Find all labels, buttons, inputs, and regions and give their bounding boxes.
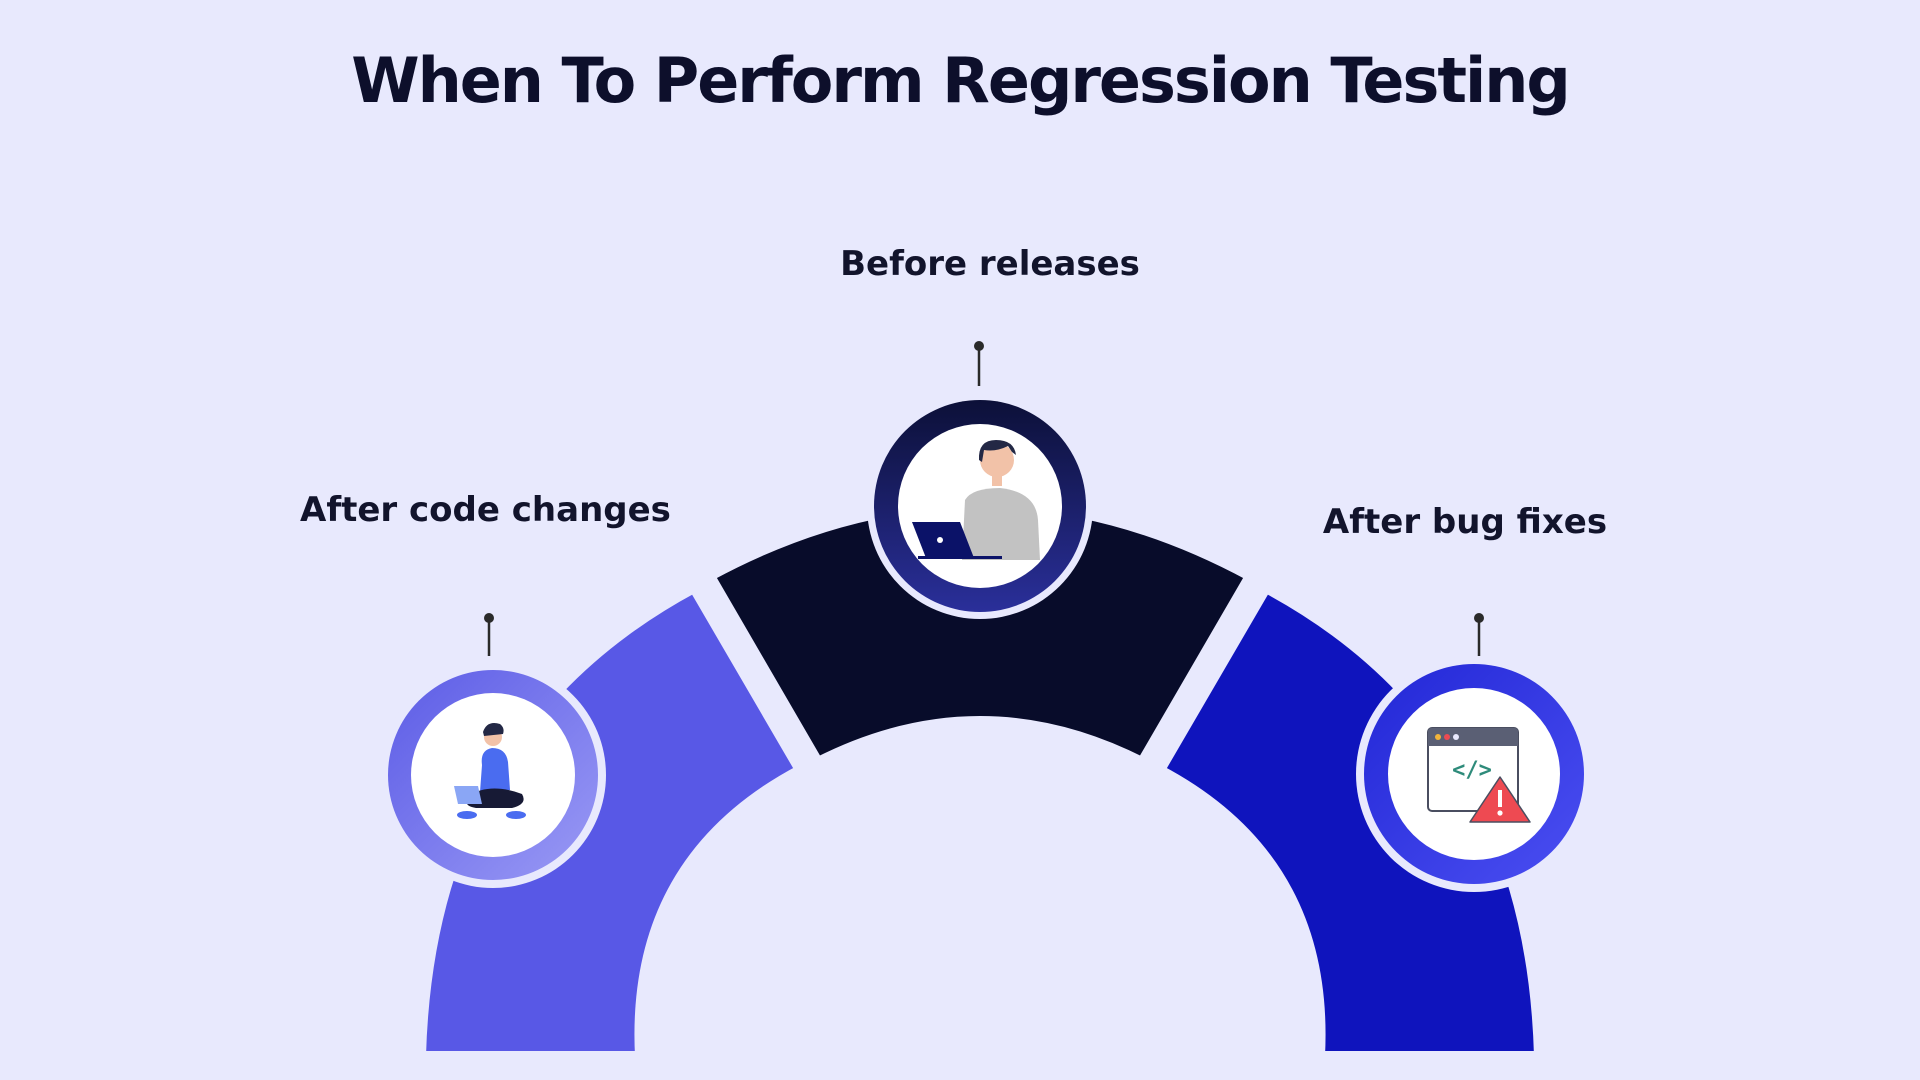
stage-label-after-bug-fixes: After bug fixes	[1322, 502, 1608, 542]
person-with-laptop-icon	[454, 723, 526, 819]
developer-at-laptop-icon	[912, 440, 1040, 560]
stage-icon-circle-left	[380, 662, 606, 888]
svg-text:</>: </>	[1452, 758, 1492, 783]
diagram-title: When To Perform Regression Testing	[351, 44, 1571, 117]
stage-icon-circle-top	[867, 393, 1093, 619]
stage-icon-circle-right: </>	[1356, 656, 1592, 892]
pin-marker-top	[974, 341, 984, 386]
code-window-warning-icon: </>	[1427, 727, 1531, 823]
stage-label-before-releases: Before releases	[840, 244, 1140, 284]
stage-label-after-code-changes: After code changes	[300, 490, 671, 530]
pin-marker-left	[484, 613, 494, 656]
pin-marker-right	[1474, 613, 1484, 656]
